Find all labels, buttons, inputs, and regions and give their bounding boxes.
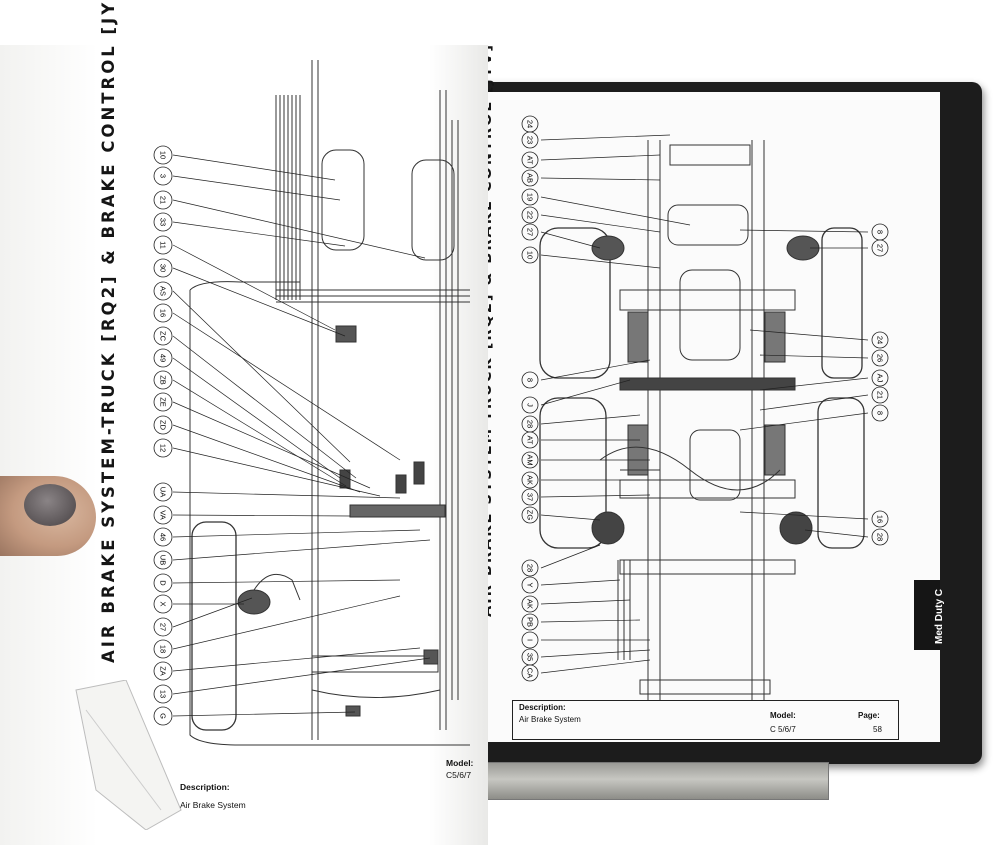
right-callout-l-0: 24: [526, 120, 535, 128]
right-page: [478, 92, 940, 742]
left-footer-box: Description: Air Brake System Model: C5/…: [178, 754, 473, 820]
left-callout-23: 13: [159, 690, 168, 698]
right-callout-l-19: PB: [526, 617, 535, 627]
left-callout-6: AS: [159, 286, 168, 296]
left-callout-18: D: [159, 580, 168, 586]
right-description-value: Air Brake System: [519, 715, 581, 724]
left-callout-17: UB: [159, 555, 168, 565]
left-callout-0: 10: [159, 151, 168, 159]
right-callout-l-10: 28: [526, 420, 535, 428]
right-callout-r-3: 26: [876, 354, 885, 362]
left-callout-4: 11: [159, 241, 168, 249]
left-callout-7: 16: [159, 309, 168, 317]
left-callout-16: 46: [159, 533, 168, 541]
left-callout-2: 21: [159, 196, 168, 204]
right-callout-l-18: AK: [526, 599, 535, 609]
left-callout-3: 33: [159, 218, 168, 226]
right-callout-l-4: 19: [526, 193, 535, 201]
right-callout-l-8: 8: [526, 378, 535, 382]
left-callout-22: ZA: [159, 666, 168, 676]
left-model-value: C5/6/7: [446, 770, 472, 780]
right-callout-l-9: J: [526, 403, 535, 407]
left-description-label: Description:: [180, 782, 230, 792]
right-callout-l-7: 10: [526, 251, 535, 259]
right-callout-r-6: 8: [876, 411, 885, 415]
left-callout-20: 27: [159, 623, 168, 631]
right-callout-l-22: CA: [526, 668, 535, 678]
right-callout-l-20: I: [526, 639, 535, 641]
left-callout-1: 3: [159, 174, 168, 178]
left-callout-8: ZC: [159, 331, 168, 342]
thumbnail-nail: [24, 484, 76, 526]
left-callout-11: ZE: [159, 397, 168, 407]
right-callout-l-16: 28: [526, 564, 535, 572]
metal-ruler: [482, 762, 829, 800]
left-model-label: Model:: [446, 758, 474, 768]
right-callout-r-5: 21: [876, 391, 885, 399]
left-callout-14: UA: [159, 487, 168, 497]
right-callout-r-4: AJ: [876, 374, 885, 383]
left-callout-15: VA: [159, 510, 168, 519]
right-page-number: 58: [873, 725, 882, 734]
right-callout-l-21: 35: [526, 653, 535, 661]
torn-page-corner: [75, 680, 182, 830]
right-callout-l-1: 23: [526, 136, 535, 144]
right-callout-l-11: AT: [526, 435, 535, 444]
left-description-value: Air Brake System: [180, 800, 246, 810]
right-callout-l-15: ZG: [526, 510, 535, 521]
right-callout-l-17: Y: [526, 582, 535, 587]
left-callout-13: 12: [159, 444, 168, 452]
right-page-label: Page:: [858, 711, 880, 720]
right-callout-l-3: AB: [526, 173, 535, 183]
left-callout-19: X: [159, 601, 168, 606]
right-callout-l-12: AM: [526, 454, 535, 465]
right-callout-l-5: 22: [526, 211, 535, 219]
right-model-label: Model:: [770, 711, 796, 720]
right-callout-r-2: 24: [876, 336, 885, 344]
right-description-label: Description:: [519, 703, 566, 712]
section-tab: Med Duty C: [914, 580, 945, 650]
right-callout-l-14: 37: [526, 493, 535, 501]
left-callout-12: ZD: [159, 420, 168, 431]
left-callout-21: 18: [159, 645, 168, 653]
right-callout-l-2: AT: [526, 155, 535, 164]
left-callout-10: ZB: [159, 375, 168, 385]
right-callout-r-8: 28: [876, 533, 885, 541]
right-callout-l-13: AK: [526, 475, 535, 485]
right-footer-box: Description: Air Brake System Model: C 5…: [512, 700, 899, 740]
left-callout-9: 49: [159, 354, 168, 362]
right-callout-r-0: 8: [876, 230, 885, 234]
left-callout-24: G: [159, 713, 168, 719]
left-page-title: AIR BRAKE SYSTEM-TRUCK [RQ2] & BRAKE CON…: [99, 0, 118, 663]
right-callout-r-1: 27: [876, 244, 885, 252]
left-callout-5: 30: [159, 264, 168, 272]
right-callout-r-7: 16: [876, 515, 885, 523]
right-model-value: C 5/6/7: [770, 725, 796, 734]
right-callout-l-6: 27: [526, 228, 535, 236]
